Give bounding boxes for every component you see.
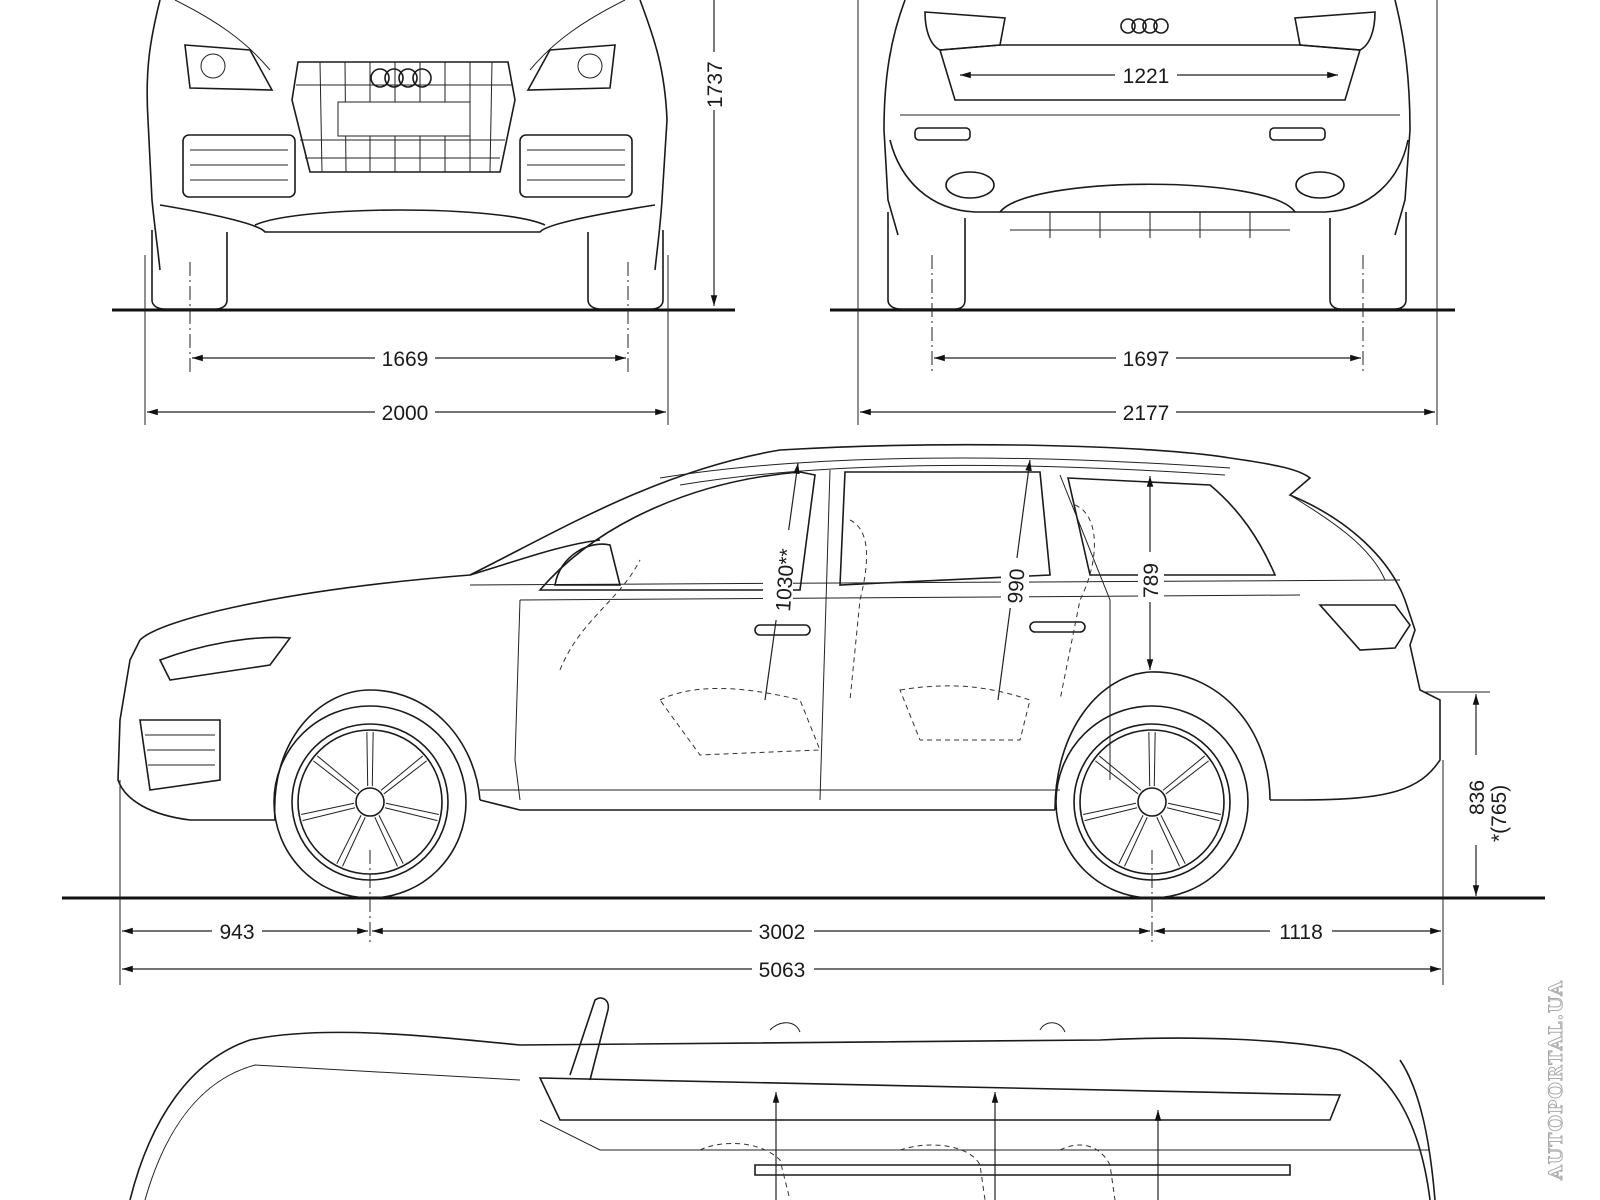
top-body-outline: [129, 1031, 1431, 1200]
top-mirror: [569, 997, 610, 1081]
wheel-spoke: [301, 802, 355, 815]
side-window-rear: [1066, 477, 1277, 576]
front-view: 1737 1669 2000: [112, 0, 735, 425]
rear-body-left: [883, 0, 906, 236]
wheel-spoke: [385, 802, 439, 815]
rear-tyre-right: [1329, 212, 1407, 310]
loading-sill-alt-label: *(765): [1488, 785, 1511, 842]
wheel-spoke: [1156, 817, 1180, 867]
wheel-spoke: [1167, 802, 1221, 815]
front-headroom-label: 1030**: [772, 548, 799, 613]
loading-sill-label: 836: [1466, 780, 1489, 815]
wheel-spoke: [1153, 732, 1156, 787]
side-wheel-rear: [1055, 705, 1249, 899]
wheel-spoke: [1148, 732, 1151, 787]
front-height-label: 1737: [704, 61, 727, 108]
side-fog-intake: [139, 719, 221, 791]
wheel-spoke: [384, 807, 438, 822]
side-body-outline: [139, 443, 1441, 801]
wheel-spoke: [1162, 755, 1206, 791]
front-headlight-right: [526, 44, 616, 91]
rear-overhang-label: 1118: [1279, 921, 1323, 944]
front-overhang-label: 943: [219, 921, 254, 944]
side-mirror: [554, 543, 622, 586]
rear-width-label: 2177: [1123, 402, 1170, 425]
top-roof-bar: [754, 1164, 1291, 1176]
wheel-spoke: [313, 760, 357, 795]
front-fog-left: [182, 134, 296, 198]
wheel-spoke: [374, 817, 398, 867]
top-view: [129, 997, 1436, 1200]
wheel-spoke: [342, 817, 366, 867]
front-fog-right: [519, 134, 633, 198]
side-taillight: [1318, 604, 1411, 651]
wheel-spoke: [1098, 755, 1142, 791]
watermark: AUTOPORTAL.UA: [1545, 980, 1568, 1181]
audi-rings-front: [370, 68, 432, 88]
rear-diffuser: [999, 183, 1296, 213]
wheel-spoke: [1118, 815, 1144, 864]
wheel-spoke: [1160, 815, 1186, 864]
wheel-spoke: [366, 732, 369, 787]
rear-exhaust-left: [945, 171, 995, 199]
wheel-spoke: [380, 755, 424, 791]
front-tyre-right: [587, 230, 664, 310]
third-row-headroom-label: 789: [1140, 563, 1163, 598]
wheel-spoke: [336, 815, 362, 864]
rear-taillight-left: [924, 11, 1006, 51]
front-body-left: [146, 0, 161, 271]
wheel-spoke: [1084, 807, 1138, 822]
second-row-headroom-label: 990: [1004, 568, 1029, 605]
wheel-spoke: [1124, 817, 1148, 867]
front-skid-plate: [254, 209, 546, 226]
side-window-middle: [839, 471, 1051, 586]
wheelbase-label: 3002: [759, 921, 806, 944]
wheel-spoke: [1166, 807, 1220, 822]
side-wheel-front: [273, 705, 467, 899]
front-body-right: [639, 0, 668, 271]
rear-tyre-left: [887, 212, 966, 310]
wheel-spoke: [371, 732, 374, 787]
wheel-spoke: [302, 807, 356, 822]
wheel-spoke: [1095, 760, 1139, 795]
rear-view: 1221 1697 2177: [830, 0, 1455, 425]
door-handle-rear: [1029, 621, 1086, 633]
rear-exhaust-right: [1295, 171, 1345, 199]
front-headlight-left: [184, 44, 274, 91]
front-grille: [291, 61, 516, 173]
front-track-label: 1669: [382, 348, 429, 371]
wheel-spoke: [383, 760, 427, 795]
side-view: 1030** 990 789 836 *(765) 943 3002 1118 …: [62, 443, 1545, 985]
wheel-spoke: [378, 815, 404, 864]
side-headlight: [158, 636, 292, 681]
rear-tailgate-width-label: 1221: [1123, 65, 1170, 88]
side-window-front: [538, 471, 816, 591]
top-sunroof: [538, 1077, 1342, 1121]
wheel-spoke: [316, 755, 360, 791]
audi-rings-rear: [1120, 18, 1169, 34]
door-handle-front: [754, 624, 811, 636]
front-width-label: 2000: [382, 402, 429, 425]
rear-body-right: [1394, 0, 1411, 236]
overall-length-label: 5063: [759, 959, 806, 982]
wheel-spoke: [1083, 802, 1137, 815]
rear-track-label: 1697: [1123, 348, 1170, 371]
front-tyre-left: [151, 230, 228, 310]
rear-taillight-right: [1294, 11, 1376, 51]
wheel-spoke: [1165, 760, 1209, 795]
